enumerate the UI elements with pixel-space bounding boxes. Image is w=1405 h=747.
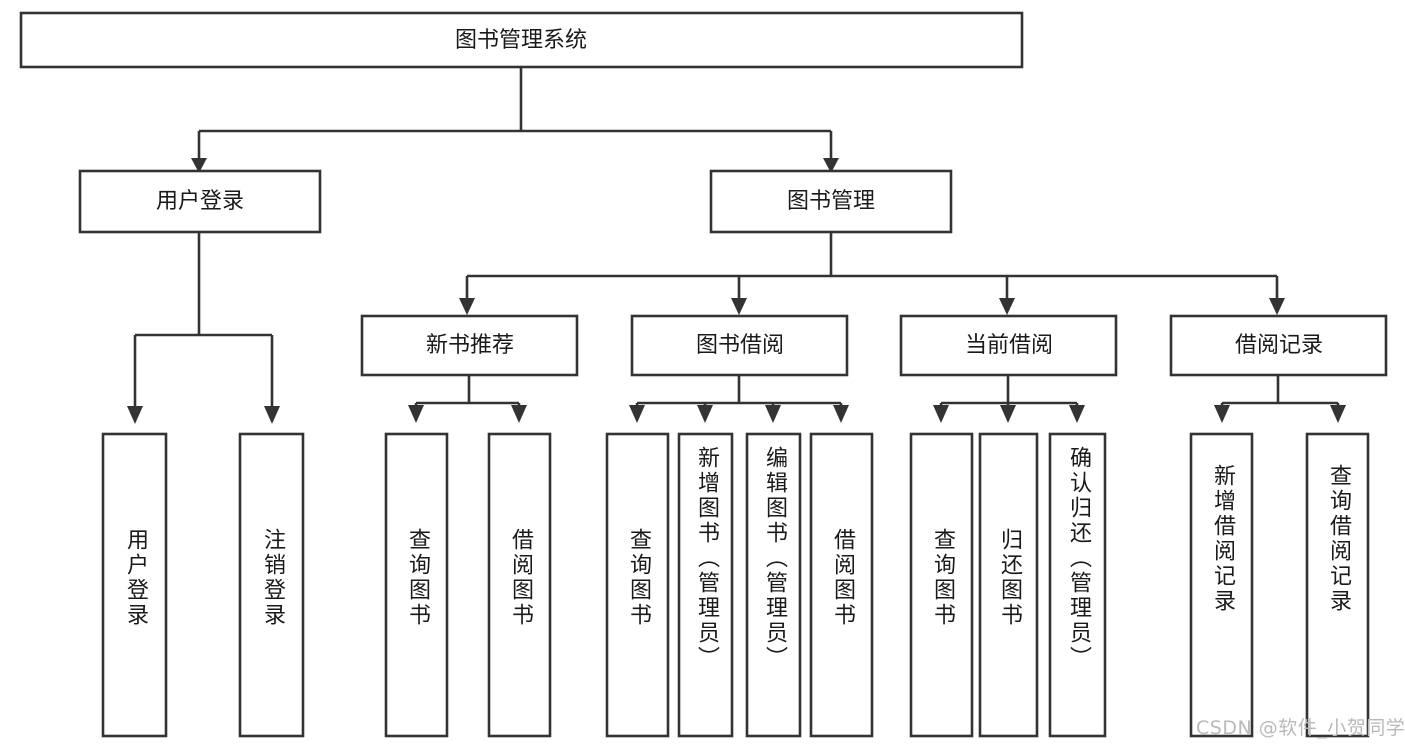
node-current-borrow-box[interactable] <box>899 314 1118 377</box>
connector-userlogin-bus <box>133 232 274 408</box>
node-leaf-return-book[interactable]: 归还图书 <box>978 432 1039 738</box>
arrowhead-leaf-query-book-1 <box>408 405 424 423</box>
node-leaf-borrow-book-2-label: 借阅图书 <box>830 528 856 628</box>
node-leaf-query-book-1-label: 查询图书 <box>405 528 431 628</box>
node-leaf-logout-login-label: 注销登录 <box>260 528 286 628</box>
node-leaf-logout-login-box[interactable] <box>238 432 305 738</box>
node-leaf-query-book-2-label: 查询图书 <box>626 528 652 628</box>
node-user-login-box[interactable] <box>78 169 322 234</box>
connector-bookborrow-bus <box>635 375 843 412</box>
arrowhead-user-login <box>191 158 207 173</box>
arrowhead-leaf-confirm-return <box>1069 405 1085 423</box>
arrowhead-leaf-query-book-3 <box>933 405 949 423</box>
arrowhead-leaf-logout-login <box>264 406 280 424</box>
node-root-box[interactable] <box>19 11 1024 69</box>
node-user-login-label: 用户登录 <box>156 189 244 214</box>
arrowhead-leaf-borrow-book-1 <box>511 405 527 423</box>
node-new-book-recommend-box[interactable] <box>360 314 579 377</box>
node-new-book-recommend-label: 新书推荐 <box>426 333 514 358</box>
arrowhead-new-book-recommend <box>459 298 475 315</box>
node-new-book-recommend[interactable]: 新书推荐 <box>360 314 579 377</box>
arrowhead-leaf-user-login <box>127 406 143 424</box>
node-user-login[interactable]: 用户登录 <box>78 169 322 234</box>
node-book-management-label: 图书管理 <box>787 189 875 214</box>
arrowhead-leaf-return-book <box>1000 405 1016 423</box>
node-leaf-query-record-box[interactable] <box>1305 432 1370 738</box>
node-leaf-query-book-2-box[interactable] <box>605 432 670 738</box>
arrowhead-book-borrow <box>731 298 747 315</box>
node-leaf-add-record-label: 新增借阅记录 <box>1210 464 1236 614</box>
node-leaf-edit-book-box[interactable] <box>745 432 802 738</box>
connector-newbook-bus <box>414 375 521 412</box>
connector-borrowrecord-bus <box>1220 375 1340 412</box>
node-leaf-add-record[interactable]: 新增借阅记录 <box>1189 432 1254 738</box>
node-leaf-query-record[interactable]: 查询借阅记录 <box>1305 432 1370 738</box>
node-leaf-query-book-1-box[interactable] <box>384 432 449 738</box>
arrowhead-leaf-query-record <box>1330 405 1346 423</box>
arrowhead-leaf-add-book <box>697 405 713 423</box>
node-leaf-logout-login[interactable]: 注销登录 <box>238 432 305 738</box>
arrowhead-leaf-add-record <box>1214 405 1230 423</box>
node-borrow-record[interactable]: 借阅记录 <box>1169 314 1388 377</box>
node-leaf-borrow-book-2-box[interactable] <box>809 432 874 738</box>
node-leaf-edit-book[interactable]: 编辑图书（管理员） <box>745 432 802 738</box>
node-book-management-box[interactable] <box>709 169 953 234</box>
node-leaf-query-book-3-box[interactable] <box>909 432 974 738</box>
arrowhead-borrow-record <box>1269 298 1285 315</box>
node-leaf-confirm-return-label: 确认归还（管理员） <box>1066 446 1092 671</box>
node-leaf-user-login-box[interactable] <box>101 432 168 738</box>
node-borrow-record-label: 借阅记录 <box>1235 333 1323 358</box>
node-leaf-confirm-return-box[interactable] <box>1048 432 1107 738</box>
node-leaf-user-login[interactable]: 用户登录 <box>101 432 168 738</box>
arrowhead-book-management <box>823 158 839 173</box>
node-leaf-borrow-book-1[interactable]: 借阅图书 <box>487 432 552 738</box>
node-borrow-record-box[interactable] <box>1169 314 1388 377</box>
connector-layer <box>127 67 1346 424</box>
node-leaf-return-book-box[interactable] <box>978 432 1039 738</box>
node-leaf-confirm-return[interactable]: 确认归还（管理员） <box>1048 432 1107 738</box>
node-current-borrow-label: 当前借阅 <box>965 333 1053 358</box>
node-leaf-borrow-book-2[interactable]: 借阅图书 <box>809 432 874 738</box>
node-leaf-query-book-3-label: 查询图书 <box>930 528 956 628</box>
node-leaf-query-book-1[interactable]: 查询图书 <box>384 432 449 738</box>
node-leaf-query-book-2[interactable]: 查询图书 <box>605 432 670 738</box>
node-book-borrow[interactable]: 图书借阅 <box>630 314 849 377</box>
node-leaf-query-record-label: 查询借阅记录 <box>1326 464 1352 614</box>
node-leaf-add-book-box[interactable] <box>677 432 734 738</box>
node-leaf-edit-book-label: 编辑图书（管理员） <box>762 446 788 671</box>
node-leaf-borrow-book-1-box[interactable] <box>487 432 552 738</box>
node-current-borrow[interactable]: 当前借阅 <box>899 314 1118 377</box>
node-leaf-borrow-book-1-label: 借阅图书 <box>508 528 534 628</box>
node-book-borrow-label: 图书借阅 <box>696 333 784 358</box>
node-leaf-add-book-label: 新增图书（管理员） <box>694 446 720 671</box>
node-leaf-query-book-3[interactable]: 查询图书 <box>909 432 974 738</box>
arrowhead-leaf-query-book-2 <box>629 405 645 423</box>
node-book-borrow-box[interactable] <box>630 314 849 377</box>
node-leaf-add-record-box[interactable] <box>1189 432 1254 738</box>
arrowhead-current-borrow <box>999 298 1015 315</box>
node-leaf-user-login-label: 用户登录 <box>123 528 149 628</box>
node-leaf-return-book-label: 归还图书 <box>997 528 1023 628</box>
node-leaf-add-book[interactable]: 新增图书（管理员） <box>677 432 734 738</box>
node-book-management[interactable]: 图书管理 <box>709 169 953 234</box>
arrowhead-leaf-borrow-book-2 <box>833 405 849 423</box>
node-root[interactable]: 图书管理系统 <box>19 11 1024 69</box>
connector-bookmgmt-bus <box>465 232 1279 300</box>
arrowhead-leaf-edit-book <box>765 405 781 423</box>
node-root-label: 图书管理系统 <box>455 28 587 53</box>
connector-root-to-level2 <box>197 67 833 160</box>
